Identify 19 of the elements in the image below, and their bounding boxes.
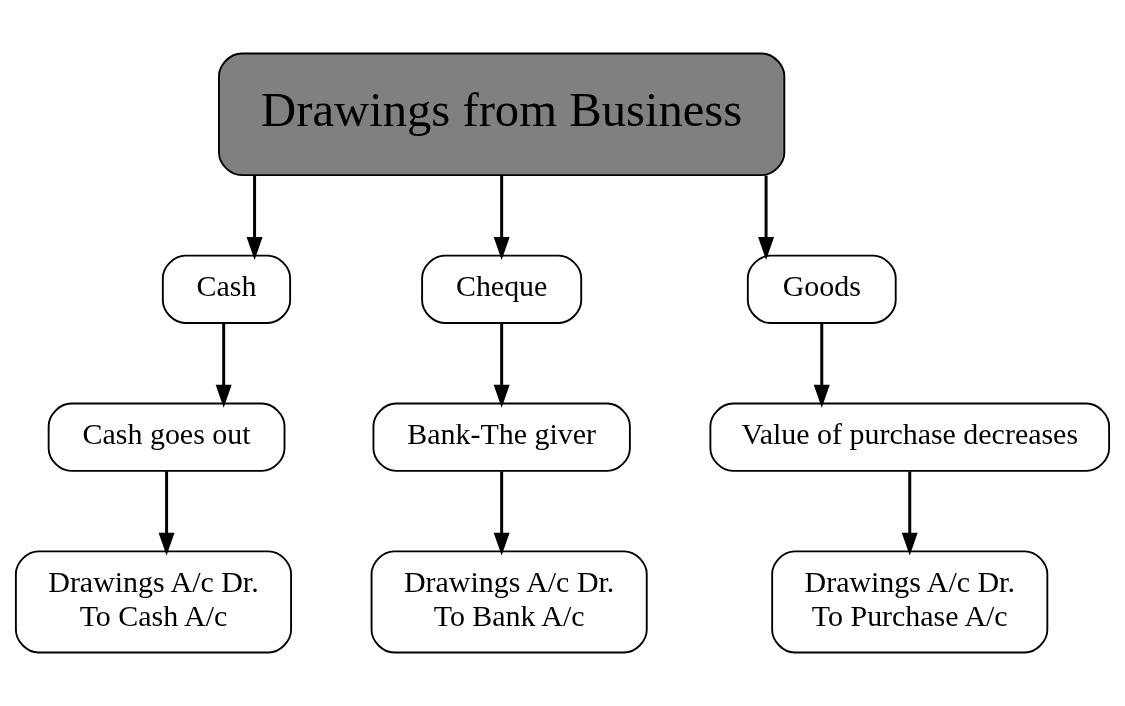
arrow <box>493 175 510 260</box>
arrow <box>758 175 775 260</box>
node-box: Cash goes out <box>47 402 286 472</box>
node-box: Bank-The giver <box>372 402 631 472</box>
arrow <box>158 471 175 556</box>
node-box: Cash <box>161 254 292 324</box>
arrow <box>246 175 263 260</box>
arrow <box>215 323 232 408</box>
arrow <box>493 323 510 408</box>
node-box: Drawings A/c Dr. To Bank A/c <box>370 550 648 654</box>
arrow <box>493 471 510 556</box>
node-box: Value of purchase decreases <box>709 402 1111 472</box>
node-box: Cheque <box>421 254 583 324</box>
node-box: Drawings A/c Dr. To Purchase A/c <box>771 550 1049 654</box>
node-box: Drawings A/c Dr. To Cash A/c <box>14 550 292 654</box>
arrow <box>813 323 830 408</box>
node-box: Goods <box>746 254 897 324</box>
arrow <box>901 471 918 556</box>
node-box: Drawings from Business <box>218 52 786 177</box>
